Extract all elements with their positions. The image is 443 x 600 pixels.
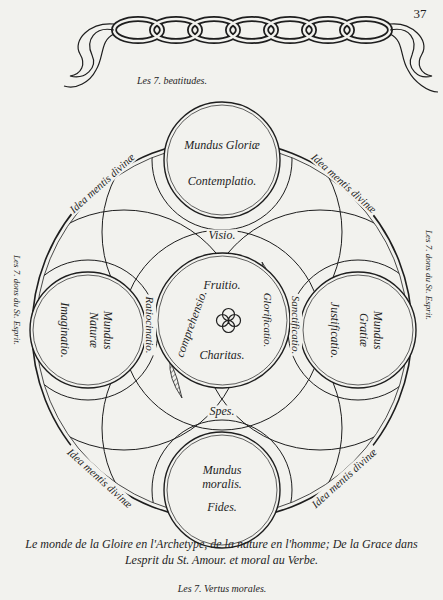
world-text: Fides.	[182, 501, 262, 515]
circle-border	[164, 102, 280, 218]
circle-border	[164, 432, 280, 548]
intersecting-circles	[4, 90, 440, 560]
world-circle: Mundus GloriæContemplatio.	[163, 101, 281, 219]
circle-border-inner	[303, 275, 413, 385]
world-circle: Mundus Naturæ Imaginatio.	[29, 271, 147, 389]
world-text: Mundus Gloriæ	[182, 139, 262, 153]
world-text: Justificatio.	[327, 282, 341, 378]
circle-border-inner	[33, 275, 143, 385]
chain	[64, 19, 438, 92]
annotation-label: Visio.	[207, 229, 238, 242]
world-text: Mundus Naturæ	[86, 295, 114, 365]
annotation-label: Sanctificatio.	[290, 294, 302, 356]
annotation-label: Les 7. dons du St. Esprit.	[423, 228, 433, 322]
quatrefoil	[216, 308, 240, 332]
annotation-label: Spes.	[208, 405, 237, 418]
annotation-label: Ratiocinatio.	[144, 294, 156, 355]
page-number: 37	[412, 7, 429, 21]
world-circle: Mundus moralis. Fides.	[163, 431, 281, 549]
world-text: Mundus moralis.	[187, 464, 257, 492]
annotation-label: Idea mentis divinæ	[66, 149, 139, 216]
annotation-label: Les 7. dons du St. Esprit.	[11, 253, 21, 347]
annotation-label: Les 7. beatitudes.	[135, 75, 209, 86]
circle-border-inner	[158, 256, 287, 385]
world-text: Charitas.	[187, 349, 257, 363]
world-text: Mundus Gratiæ	[356, 295, 384, 365]
caption-text: Le monde de la Gloire en l'Archetype, de…	[14, 536, 429, 568]
circle-border-inner	[167, 105, 277, 215]
world-text: Imaginatio.	[57, 282, 71, 378]
annotation-label: Les 7. Vertus morales.	[176, 583, 269, 594]
circle-outline	[163, 101, 281, 219]
world-circle: Mundus Gratiæ Justificatio.	[299, 271, 417, 389]
annotation-label: Idea mentis divinæ	[64, 444, 137, 511]
circle-border-inner	[167, 435, 277, 545]
world-text: Contemplatio.	[174, 175, 270, 189]
circle-border	[155, 253, 290, 388]
circle-border	[300, 272, 416, 388]
circle-border	[30, 272, 146, 388]
annotation-label: Glorificatio.	[262, 291, 274, 350]
annotation-label: Idea mentis divinæ	[308, 444, 381, 511]
annotation-label: Idea mentis divinæ	[308, 149, 381, 216]
